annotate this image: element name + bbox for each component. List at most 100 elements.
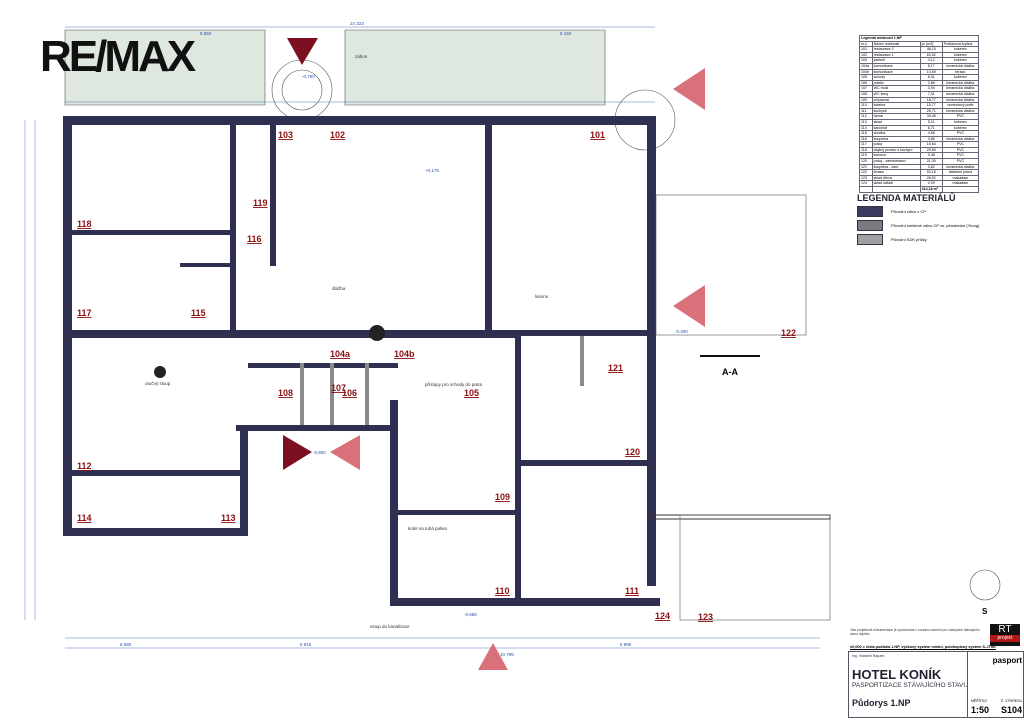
room-121: 121	[608, 363, 623, 373]
section-label: A-A	[722, 367, 738, 377]
title-block-right: pasport MĚŘÍTKO Č. VÝKRESU 1:50 S104	[967, 652, 1024, 717]
table-cell: 2,86	[919, 79, 943, 87]
entrance-steps-inner	[281, 69, 323, 111]
room-104b: 104b	[394, 349, 415, 359]
terrace-outline	[655, 194, 807, 336]
legend-swatch	[857, 206, 883, 217]
legend-label: Původní zdivo z CP	[891, 209, 926, 214]
level-label: +0,175	[425, 168, 439, 173]
room-113: 113	[221, 513, 236, 523]
column-icon	[154, 366, 166, 378]
room-table-total: 414,18 m²	[919, 186, 943, 193]
legend-swatch	[857, 234, 883, 245]
room-114: 114	[77, 513, 92, 523]
room-112: 112	[77, 461, 92, 471]
legend-item: Původní SDK příčky	[857, 234, 979, 245]
room-numbers: 101 102 103 104a 104b 105 106 107 108 10…	[77, 130, 796, 622]
table-cell: 26,71	[919, 107, 943, 115]
drawing-number: S104	[1000, 705, 1022, 715]
section-marker-right	[673, 285, 705, 327]
title-block: Ing. Vlastimil Rapant HOTEL KONÍK PASPOR…	[848, 651, 1024, 718]
table-cell: 3,94	[919, 85, 943, 92]
table-cell: 7,31	[919, 90, 943, 98]
table-cell: 8,17	[919, 63, 943, 70]
section-marker-right-top	[673, 68, 705, 110]
legend-item: Původní zdivo z CP	[857, 206, 979, 217]
table-cell: 39,06	[919, 113, 943, 120]
room-107: 107	[331, 383, 346, 393]
room-120: 120	[625, 447, 640, 457]
project-note: Tato projektová dokumentace je zpracován…	[850, 628, 980, 636]
dimension-d1: 8 550	[200, 31, 212, 36]
table-cell: keramická dlažba	[941, 90, 980, 98]
garden-bed-left	[64, 29, 266, 106]
room-108: 108	[278, 388, 293, 398]
room-101: 101	[590, 130, 605, 140]
column-label: otočný sloup	[145, 381, 171, 386]
scale: 1:50	[971, 705, 990, 715]
dimension-d5: 10 795	[500, 652, 514, 657]
column-icon-2	[369, 325, 385, 341]
remax-logo: RE/MAX	[40, 32, 196, 81]
project-subtitle: PASPORTIZACE STÁVAJÍCÍHO STAVU	[852, 682, 969, 689]
stage: pasport	[992, 656, 1022, 665]
height-system-note: ±0,000 = čistá podlaha 1.NP, výškový sys…	[850, 645, 997, 649]
legend-label: Původní SDK příčky	[891, 237, 927, 242]
table-cell: 10,69	[919, 68, 943, 76]
room-124: 124	[655, 611, 670, 621]
room-schedule-table: Legenda místností 1.NP m.č. Název místno…	[859, 35, 980, 193]
company-sub: project	[990, 635, 1020, 642]
table-cell: 18,77	[919, 96, 943, 104]
dimension-d2: 6 160	[560, 31, 572, 36]
table-cell: koberec	[941, 74, 980, 81]
garden-bed-right	[344, 29, 606, 106]
room-119: 119	[253, 198, 268, 208]
table-cell: cementový potěr	[941, 102, 980, 109]
table-cell: keramická dlažba	[941, 96, 980, 104]
room-118: 118	[77, 219, 92, 229]
dimension-overall: 24 323	[350, 21, 364, 26]
dimension-d4: 6 580	[120, 642, 132, 647]
table-cell: teraco	[941, 68, 980, 76]
level-label: -0,750	[302, 74, 315, 79]
stairs-label: přístupy pro schody do patra	[425, 382, 483, 387]
room-117: 117	[77, 308, 92, 318]
materials-legend: LEGENDA MATERIÁLŮ Původní zdivo z CP Pův…	[857, 193, 979, 248]
scale-label: MĚŘÍTKO	[971, 699, 987, 703]
room-105: 105	[464, 388, 479, 398]
table-cell: 15,77	[919, 102, 943, 109]
room-115: 115	[191, 308, 206, 318]
north-label: S	[982, 607, 988, 616]
room-103: 103	[278, 130, 293, 140]
legend-swatch	[857, 220, 883, 231]
legend-title: LEGENDA MATERIÁLŮ	[857, 193, 956, 203]
section-marker-left-dark	[283, 435, 312, 470]
table-cell: koberec	[941, 118, 980, 126]
floor-label: dlažba	[332, 286, 346, 291]
section-marker-bottom	[478, 643, 508, 670]
dimension-lines	[24, 26, 820, 649]
sewer-label: vstup do kanalizace	[370, 624, 410, 629]
table-cell: keramická dlažba	[941, 85, 980, 92]
section-marker-left-light	[330, 435, 360, 470]
table-cell: keramická dlažba	[941, 135, 980, 143]
section-marker-top	[287, 38, 318, 65]
level-label: -0,885	[464, 612, 477, 617]
room-104a: 104a	[330, 349, 351, 359]
level-label: -0,900	[313, 450, 326, 455]
room-106: 106	[342, 388, 357, 398]
legend-label: Původní smíšené zdivo CP vs. pěnobeton (…	[891, 223, 980, 228]
